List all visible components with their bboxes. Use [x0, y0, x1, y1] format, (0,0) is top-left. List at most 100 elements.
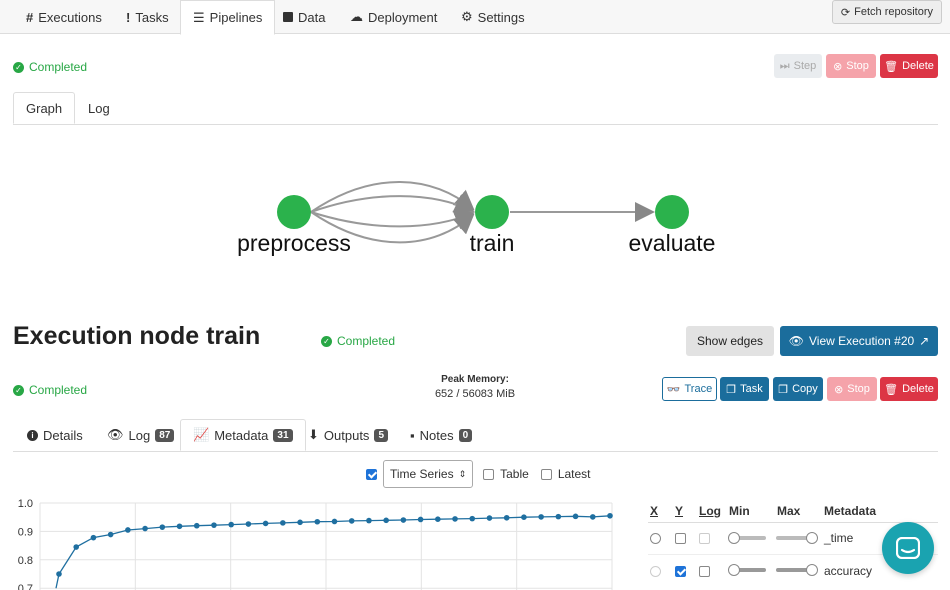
nav-tab-settings[interactable]: ⚙ Settings: [461, 0, 525, 34]
tab-notes[interactable]: ▪ Notes 0: [398, 419, 484, 451]
data-point[interactable]: [331, 518, 338, 525]
floppy-icon: [283, 12, 293, 22]
table-checkbox[interactable]: [483, 468, 495, 480]
nav-tab-pipelines[interactable]: ☰ Pipelines: [180, 0, 276, 35]
data-point[interactable]: [469, 515, 476, 522]
step-button[interactable]: ⏭ Step: [774, 54, 822, 78]
data-point[interactable]: [538, 514, 544, 520]
data-point[interactable]: [193, 522, 200, 529]
graph-node-evaluate[interactable]: [655, 195, 689, 229]
col-header-log[interactable]: Log: [699, 504, 721, 518]
tab-graph[interactable]: Graph: [13, 92, 76, 124]
top-nav: # Executions ! Tasks ☰ Pipelines Data ☁ …: [0, 0, 950, 35]
latest-checkbox[interactable]: [540, 468, 552, 480]
nav-tab-deployment[interactable]: ☁ Deployment: [350, 0, 437, 34]
data-point[interactable]: [211, 522, 217, 528]
tab-label: Metadata: [214, 427, 269, 443]
stop-label: Stop: [847, 383, 870, 395]
data-point[interactable]: [228, 521, 234, 528]
data-point[interactable]: [572, 513, 579, 520]
exclamation-icon: !: [126, 9, 131, 25]
data-point[interactable]: [417, 516, 424, 523]
nav-tab-tasks[interactable]: ! Tasks: [126, 0, 169, 34]
data-point[interactable]: [56, 571, 62, 577]
data-point[interactable]: [280, 520, 286, 526]
log-checkbox[interactable]: [699, 566, 710, 577]
task-button[interactable]: ❐ Task: [720, 377, 769, 401]
data-point[interactable]: [400, 517, 407, 523]
fetch-repository-button[interactable]: ⟳ Fetch repository: [831, 0, 942, 24]
tab-outputs[interactable]: ⬇ Outputs 5: [296, 419, 400, 451]
data-point[interactable]: [107, 531, 114, 538]
data-point[interactable]: [486, 515, 493, 521]
data-point[interactable]: [452, 516, 458, 522]
view-select[interactable]: Time Series ⇕: [383, 460, 474, 488]
data-point[interactable]: [245, 521, 252, 527]
data-point[interactable]: [607, 512, 613, 519]
data-point[interactable]: [125, 527, 131, 533]
data-point[interactable]: [366, 517, 372, 524]
execution-stop-button[interactable]: ⊗ Stop: [827, 377, 877, 401]
tab-metadata[interactable]: 📈 Metadata 31: [180, 419, 306, 451]
view-execution-button[interactable]: 👁 View Execution #20 ↗: [780, 326, 938, 356]
time-series-checkbox[interactable]: [366, 468, 377, 480]
data-point[interactable]: [503, 514, 510, 521]
col-header-min: Min: [729, 504, 750, 518]
min-slider[interactable]: [728, 532, 766, 544]
graph-node-train[interactable]: [475, 195, 509, 229]
data-point[interactable]: [297, 519, 303, 526]
slider-knob[interactable]: [728, 532, 740, 544]
data-point[interactable]: [555, 513, 562, 520]
data-point[interactable]: [159, 524, 166, 530]
data-point[interactable]: [314, 518, 321, 525]
data-point[interactable]: [589, 514, 596, 520]
nav-tab-label: Data: [298, 9, 326, 25]
metadata-name: accuracy: [824, 564, 873, 578]
nav-tab-executions[interactable]: # Executions: [26, 0, 102, 34]
nav-tab-data[interactable]: Data: [283, 0, 325, 34]
max-slider[interactable]: [776, 532, 818, 544]
x-radio[interactable]: [650, 566, 661, 577]
data-point[interactable]: [176, 523, 183, 530]
graph-node-label: preprocess: [237, 230, 351, 256]
tab-details[interactable]: i Details: [15, 419, 95, 451]
execution-title-status: ✓ Completed: [321, 334, 395, 348]
data-point[interactable]: [90, 534, 97, 541]
tab-badge: 5: [374, 428, 388, 442]
data-point[interactable]: [142, 525, 148, 532]
latest-label: Latest: [557, 467, 591, 481]
y-checkbox[interactable]: [675, 533, 686, 544]
y-checkbox[interactable]: [675, 566, 686, 577]
copy-label: Copy: [792, 383, 818, 395]
slider-knob[interactable]: [806, 564, 818, 576]
tab-log[interactable]: 👁 Log 87: [95, 419, 186, 451]
data-point[interactable]: [262, 520, 269, 527]
min-slider[interactable]: [728, 564, 766, 576]
slider-knob[interactable]: [728, 564, 740, 576]
max-slider[interactable]: [776, 564, 818, 576]
tab-log[interactable]: Log: [76, 92, 122, 124]
data-point[interactable]: [435, 516, 441, 522]
col-header-y[interactable]: Y: [675, 504, 684, 518]
data-point[interactable]: [383, 517, 389, 524]
graph-node-preprocess[interactable]: [277, 195, 311, 229]
data-point[interactable]: [521, 514, 527, 520]
pipeline-delete-button[interactable]: 🗑 Delete: [880, 54, 938, 78]
table-label: Table: [500, 467, 529, 481]
trace-button[interactable]: 👓 Trace: [662, 377, 717, 401]
data-point[interactable]: [348, 518, 355, 524]
log-checkbox[interactable]: [699, 533, 710, 544]
chat-button[interactable]: [882, 522, 934, 574]
tab-badge: 87: [155, 428, 175, 442]
show-edges-button[interactable]: Show edges: [686, 326, 774, 356]
x-radio[interactable]: [650, 533, 661, 544]
slider-knob[interactable]: [806, 532, 818, 544]
view-select-value: Time Series: [390, 467, 454, 481]
execution-delete-button[interactable]: 🗑 Delete: [880, 377, 938, 401]
chart-series-line: [55, 515, 611, 589]
pipeline-stop-button[interactable]: ⊗ Stop: [826, 54, 876, 78]
nav-tab-label: Tasks: [135, 9, 169, 25]
col-header-x[interactable]: X: [650, 504, 659, 518]
copy-button[interactable]: ❐ Copy: [773, 377, 823, 401]
data-point[interactable]: [73, 544, 80, 550]
